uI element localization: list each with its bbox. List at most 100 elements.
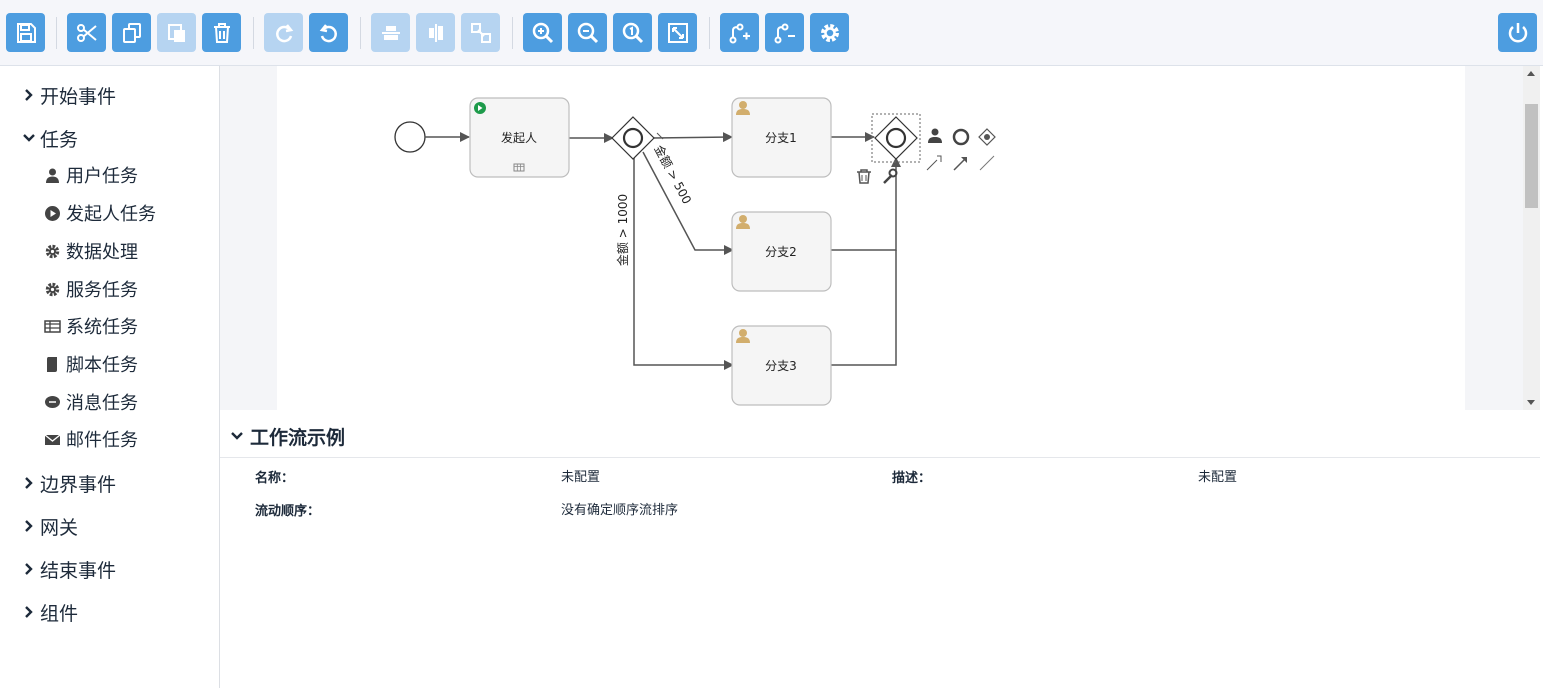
palette-item-label: 用户任务: [66, 166, 138, 187]
sequence-flow-amount-500[interactable]: [642, 151, 734, 255]
task-branch-1[interactable]: [731, 97, 832, 178]
power-icon: [1508, 22, 1527, 42]
task-branch-2[interactable]: [731, 211, 832, 292]
align-vertical-button[interactable]: [416, 13, 455, 52]
sequence-flow[interactable]: [831, 250, 897, 366]
trash-icon: [213, 22, 230, 43]
trash-icon[interactable]: [857, 169, 871, 184]
zoom-in-button[interactable]: [523, 13, 562, 52]
chevron-right-icon: [25, 606, 33, 618]
gateway-icon[interactable]: [978, 128, 996, 146]
connect-arrow-icon[interactable]: [953, 157, 967, 171]
palette-item-system-task[interactable]: 系统任务: [44, 314, 138, 338]
palette-item-mail-task[interactable]: 邮件任务: [44, 427, 138, 451]
sequence-flow[interactable]: [652, 132, 733, 143]
properties-title: 工作流示例: [250, 426, 346, 449]
copy-icon: [122, 22, 141, 43]
palette-item-data-processing[interactable]: 数据处理: [44, 239, 138, 263]
scroll-up-arrow[interactable]: [1527, 71, 1535, 76]
align-horizontal-icon: [381, 25, 400, 40]
scroll-down-arrow[interactable]: [1527, 400, 1535, 405]
zoom-out-icon: [577, 22, 598, 43]
context-pad: [857, 128, 996, 184]
zoom-actual-button[interactable]: [613, 13, 652, 52]
remove-bendpoint-button[interactable]: [765, 13, 804, 52]
palette-sidebar: 开始事件 任务 用户任务 发起人任务 数据处理 服务任务 系统任务 脚本任务 消…: [0, 66, 220, 688]
category-components[interactable]: 组件: [22, 600, 79, 625]
same-size-icon: [470, 22, 491, 43]
paste-icon: [167, 23, 185, 42]
redo-button[interactable]: [264, 13, 303, 52]
category-gateways[interactable]: 网关: [22, 514, 78, 539]
description-value[interactable]: 未配置: [1198, 470, 1238, 485]
gateway-join[interactable]: [874, 116, 918, 160]
user-icon[interactable]: [928, 128, 942, 144]
user-icon: [46, 168, 59, 183]
connect-task-icon[interactable]: [926, 155, 942, 171]
task-label: 分支1: [765, 131, 797, 145]
align-horizontal-button[interactable]: [371, 13, 410, 52]
category-end-events[interactable]: 结束事件: [22, 557, 117, 582]
name-label: 名称：: [255, 471, 295, 486]
category-label: 结束事件: [40, 559, 117, 582]
chevron-right-icon: [25, 89, 33, 101]
zoom-fit-button[interactable]: [658, 13, 697, 52]
category-label: 组件: [40, 602, 79, 625]
gateway-split[interactable]: [611, 116, 655, 160]
flow-order-value[interactable]: 没有确定顺序流排序: [561, 503, 679, 518]
cut-button[interactable]: [67, 13, 106, 52]
redo-icon: [275, 23, 293, 42]
wrench-icon[interactable]: [883, 168, 898, 184]
connect-line-icon[interactable]: [979, 155, 995, 171]
flow-order-label: 流动顺序：: [255, 504, 321, 519]
task-branch-3[interactable]: [731, 325, 832, 406]
palette-item-user-task[interactable]: 用户任务: [44, 163, 138, 187]
copy-button[interactable]: [112, 13, 151, 52]
delete-button[interactable]: [202, 13, 241, 52]
palette-item-service-task[interactable]: 服务任务: [44, 277, 138, 301]
name-value[interactable]: 未配置: [561, 470, 601, 485]
palette-item-label: 系统任务: [66, 317, 138, 338]
edge-label-amount-1000: 金额 > 1000: [615, 194, 630, 266]
paste-button[interactable]: [157, 13, 196, 52]
add-bendpoint-button[interactable]: [720, 13, 759, 52]
category-tasks[interactable]: 任务: [22, 126, 78, 151]
palette-item-initiator-task[interactable]: 发起人任务: [44, 201, 156, 225]
palette-item-label: 消息任务: [66, 393, 138, 414]
envelope-icon: [44, 433, 61, 445]
end-event-icon[interactable]: [952, 128, 970, 146]
user-icon: [736, 215, 750, 229]
canvas-area: 金额 > 500 金额 > 1000 发起人 分支1 分支2: [220, 66, 1523, 410]
task-initiator[interactable]: [469, 97, 570, 178]
palette-item-script-task[interactable]: 脚本任务: [44, 352, 138, 376]
table-icon: [513, 163, 525, 172]
vertical-scrollbar[interactable]: [1523, 66, 1540, 410]
chevron-right-icon: [25, 477, 33, 489]
palette-item-message-task[interactable]: 消息任务: [44, 390, 138, 414]
settings-button[interactable]: [810, 13, 849, 52]
add-bendpoint-icon: [729, 23, 750, 43]
start-event[interactable]: [394, 121, 426, 153]
zoom-in-icon: [532, 22, 553, 43]
message-icon: [45, 395, 60, 408]
zoom-out-button[interactable]: [568, 13, 607, 52]
power-button[interactable]: [1498, 13, 1537, 52]
category-start-events[interactable]: 开始事件: [22, 83, 116, 108]
task-label: 分支2: [765, 245, 797, 259]
properties-header[interactable]: 工作流示例: [220, 415, 1540, 458]
undo-button[interactable]: [309, 13, 348, 52]
category-boundary-events[interactable]: 边界事件: [22, 471, 117, 496]
task-label: 分支3: [765, 359, 797, 373]
play-circle-icon: [45, 205, 60, 221]
same-size-button[interactable]: [461, 13, 500, 52]
user-icon: [736, 329, 750, 343]
category-label: 边界事件: [40, 473, 117, 496]
diagram-canvas[interactable]: 金额 > 500 金额 > 1000 发起人 分支1 分支2: [277, 66, 1465, 410]
table-icon: [44, 319, 61, 333]
user-icon: [736, 101, 750, 115]
sequence-flow-amount-1000[interactable]: [633, 154, 734, 370]
gear-icon: [45, 244, 60, 258]
scroll-thumb[interactable]: [1525, 104, 1538, 208]
chevron-right-icon: [25, 520, 33, 532]
save-button[interactable]: [6, 13, 45, 52]
